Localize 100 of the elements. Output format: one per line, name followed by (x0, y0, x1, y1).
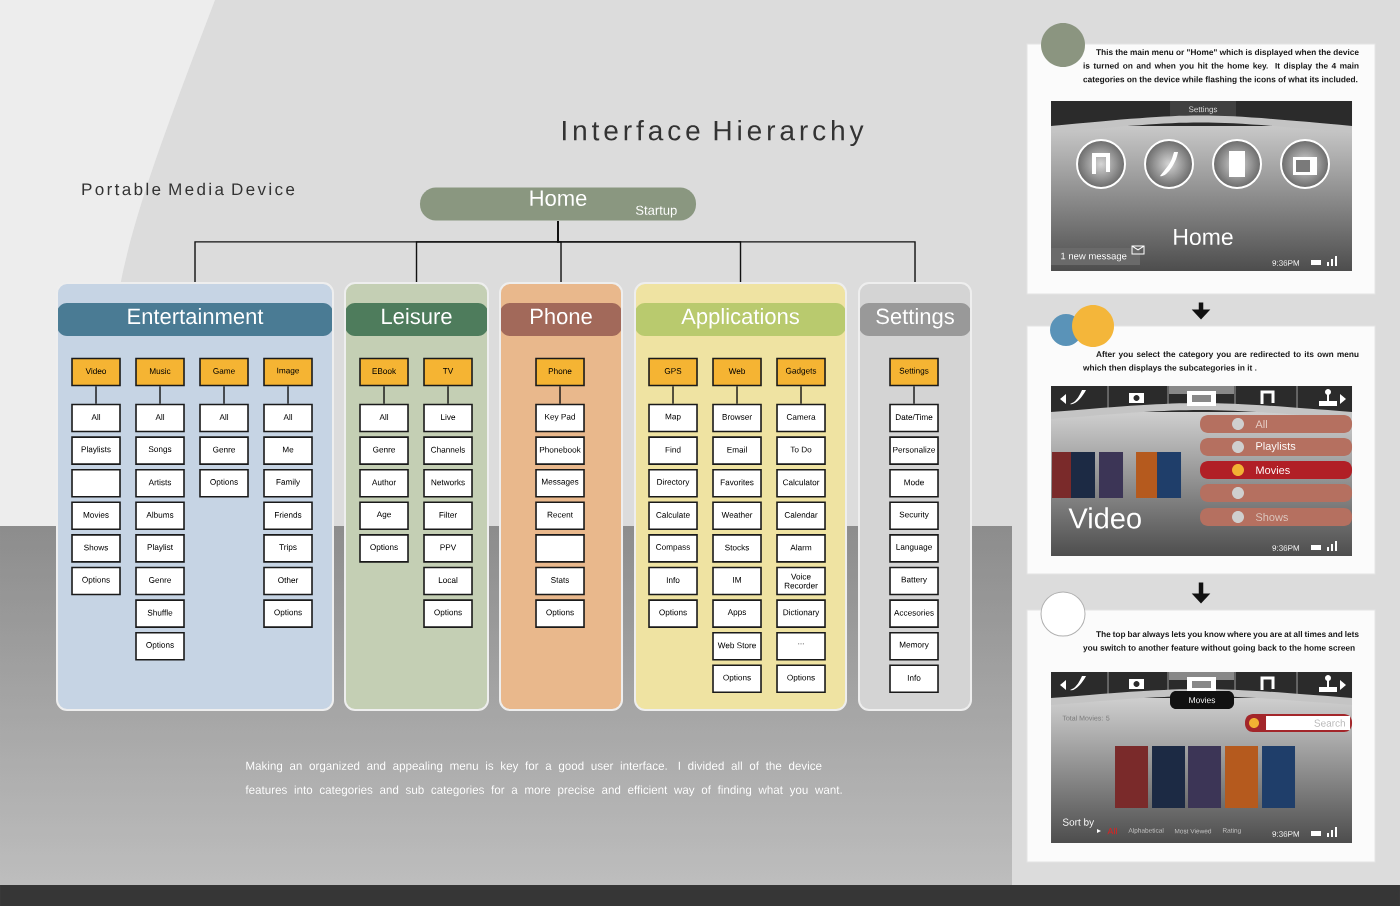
menu-item-text: Playlists (1256, 441, 1296, 453)
menu-item-box: All (359, 403, 409, 433)
menu-item-box: Filter (423, 501, 473, 531)
sort-label: Sort by (1062, 818, 1095, 828)
menu-item-box: Compass (648, 534, 698, 563)
menu-item-box: Genre (199, 436, 249, 465)
menu-item-box: Alarm (776, 534, 826, 563)
menu-item-box: Playlist (135, 534, 185, 563)
menu-item-box: Friends (263, 501, 313, 531)
connector-line (672, 385, 674, 405)
clock-text: 9:36PM (1272, 545, 1299, 551)
menu-item-box: Memory (889, 631, 939, 661)
menu-item-box: Options (423, 599, 473, 628)
subcategory-box: Web (712, 357, 762, 387)
root-node: Home Startup (420, 187, 696, 221)
menu-item-box: Phonebook (535, 436, 585, 465)
menu-item-box (535, 534, 585, 563)
menu-item-box: Local (423, 566, 473, 596)
menu-item-box: Artists (135, 468, 185, 498)
subcategory-box: Image (263, 357, 313, 387)
menu-item-box: Age (359, 501, 409, 531)
menu-item-box: Camera (776, 403, 826, 433)
menu-item-box: All (71, 403, 121, 433)
menu-item-box: Albums (135, 501, 185, 531)
menu-item-box: IM (712, 566, 762, 596)
search-field: Search (1314, 719, 1345, 727)
screen-title: Video (1068, 507, 1141, 529)
menu-item-box: Email (712, 436, 762, 465)
menu-item-box: Options (776, 664, 826, 694)
menu-item-box: Options (263, 599, 313, 628)
menu-item-box: Info (889, 664, 939, 694)
menu-item-box: Options (535, 599, 585, 628)
clock-text: 9:36PM (1272, 831, 1299, 837)
menu-item-box: Map (648, 403, 698, 433)
menu-item-box: Security (889, 501, 939, 531)
menu-item-box: Live (423, 403, 473, 433)
menu-item-box: Movies (71, 501, 121, 531)
menu-item-box: Accesories (889, 599, 939, 628)
menu-item-box: ... (776, 631, 826, 661)
subcategory-box: Music (135, 357, 185, 387)
menu-item-box: Options (71, 566, 121, 596)
menu-item-box: Genre (135, 566, 185, 596)
menu-item-box: Stats (535, 566, 585, 596)
subcategory-box: Gadgets (776, 357, 826, 387)
menu-item-box: Options (712, 664, 762, 694)
menu-item-box: Personalize (889, 436, 939, 465)
menu-item-box: Battery (889, 566, 939, 596)
menu-item-box: Channels (423, 436, 473, 465)
menu-item-box: Genre (359, 436, 409, 465)
connector-line (800, 385, 802, 405)
subcategory-box: Settings (889, 357, 939, 387)
subcategory-box: Phone (535, 357, 585, 387)
menu-item-box: Mode (889, 468, 939, 498)
connector-line (383, 385, 385, 405)
menu-item-box: Playlists (71, 436, 121, 465)
menu-item-box: Shows (71, 534, 121, 563)
menu-item-box: PPV (423, 534, 473, 563)
menu-item-box: Find (648, 436, 698, 465)
menu-item-text: All (1255, 420, 1267, 428)
menu-item-box: Calculator (776, 468, 826, 498)
menu-item-box: All (135, 403, 185, 433)
caption-text: Making an organized and appealing menu is key for a good user interface. I divided all of the device features into categories and sub categories for a more precise and efficient way of finding what you want. (245, 761, 842, 797)
menu-item-box: All (263, 403, 313, 433)
menu-item-box: Options (135, 631, 185, 661)
subcategory-box: Video (71, 357, 121, 387)
menu-item-text: Movies (1256, 465, 1290, 475)
connector-line (557, 220, 916, 283)
menu-item-box: Key Pad (535, 403, 585, 433)
menu-item-box: Calculate (648, 501, 698, 531)
menu-item-box: All (199, 403, 249, 433)
connector-line (95, 385, 97, 405)
subcategory-box: TV (423, 357, 473, 387)
menu-item-box: Shuffle (135, 599, 185, 628)
screen-tab-label: Movies (1189, 696, 1216, 704)
menu-item-box: To Do (776, 436, 826, 465)
menu-item-box: Info (648, 566, 698, 596)
menu-item-box: Options (359, 534, 409, 563)
menu-item-box: Songs (135, 436, 185, 465)
screen-tab-label: Settings (1188, 106, 1218, 114)
diagram-title: Interface Hierarchy (563, 119, 864, 147)
menu-item-box: Options (648, 599, 698, 628)
screen-title: Home (1174, 229, 1233, 245)
sort-option: All (1107, 827, 1117, 835)
connector-line (223, 385, 225, 405)
menu-item-box: Apps (712, 599, 762, 628)
menu-item-box: Trips (263, 534, 313, 563)
menu-item-box: Date/Time (889, 403, 939, 433)
menu-item-box: Language (889, 534, 939, 563)
menu-item-box: Family (263, 468, 313, 498)
menu-item-box: Calendar (776, 501, 826, 531)
connector-line (159, 385, 161, 405)
menu-item-box: Dictionary (776, 599, 826, 628)
connector-line (913, 385, 915, 405)
menu-item-text: Shows (1255, 512, 1289, 522)
menu-item-box: Browser (712, 403, 762, 433)
notification-text: 1 new message (1061, 252, 1127, 262)
menu-item-box: Networks (423, 468, 473, 498)
subcategory-box: EBook (359, 357, 409, 387)
connector-line (287, 385, 289, 405)
menu-item-box: Options (199, 468, 249, 498)
